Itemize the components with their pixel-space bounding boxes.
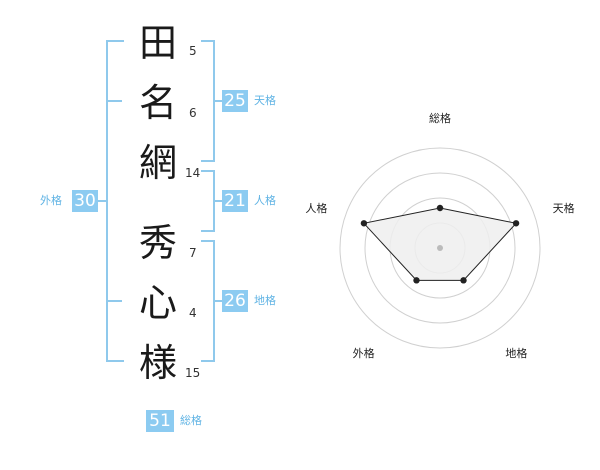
- surname-strokes-2: 6: [189, 106, 197, 120]
- soukaku-badge: 51: [146, 410, 174, 432]
- given-char-1: 秀: [138, 221, 177, 265]
- radar-point-1: [512, 220, 520, 227]
- radar-axis-label-tenkaku: 天格: [553, 201, 575, 215]
- gaikaku-label: 外格: [40, 194, 62, 207]
- surname-strokes-1: 5: [189, 44, 197, 58]
- tenkaku-bracket-arm: [213, 100, 222, 102]
- chikaku-bracket-arm: [213, 300, 222, 302]
- given-char-2: 心: [138, 281, 177, 325]
- gaikaku-bracket-tick-top: [106, 100, 122, 102]
- tenkaku-badge: 25: [222, 90, 248, 112]
- radar-point-4: [360, 220, 368, 227]
- given-char-3: 様: [138, 341, 177, 385]
- gaikaku-bracket: [106, 40, 124, 362]
- radar-axis-label-jinkaku: 人格: [305, 201, 327, 215]
- chikaku-badge: 26: [222, 290, 248, 312]
- radar-axis-label-chikaku: 地格: [505, 346, 527, 360]
- radar-polygon: [362, 207, 518, 281]
- jinkaku-bracket-arm: [213, 200, 222, 202]
- jinkaku-label: 人格: [254, 194, 276, 207]
- tenkaku-label: 天格: [254, 94, 276, 107]
- gaikaku-bracket-arm: [96, 200, 106, 202]
- surname-char-1: 田: [138, 21, 177, 65]
- radar-point-3: [413, 277, 420, 284]
- radar-axis-label-soukaku: 総格: [429, 111, 451, 125]
- radar-point-0: [436, 204, 444, 212]
- surname-char-3: 網: [138, 141, 177, 185]
- radar-ring-3: [364, 172, 516, 324]
- radar-points: [360, 204, 520, 284]
- given-strokes-2: 4: [189, 306, 197, 320]
- radar-center-dot: [437, 245, 443, 251]
- jinkaku-badge: 21: [222, 190, 248, 212]
- given-strokes-3: 15: [185, 366, 201, 380]
- radar-point-2: [460, 277, 467, 284]
- radar-ring-4: [339, 147, 541, 349]
- soukaku-label: 総格: [180, 414, 202, 427]
- gaikaku-bracket-tick-bottom: [106, 300, 122, 302]
- surname-char-2: 名: [138, 81, 177, 125]
- given-strokes-1: 7: [189, 246, 197, 260]
- surname-strokes-3: 14: [185, 166, 201, 180]
- gaikaku-badge: 30: [72, 190, 98, 212]
- radar-axis-label-gaikaku: 外格: [353, 346, 375, 360]
- chikaku-label: 地格: [254, 294, 276, 307]
